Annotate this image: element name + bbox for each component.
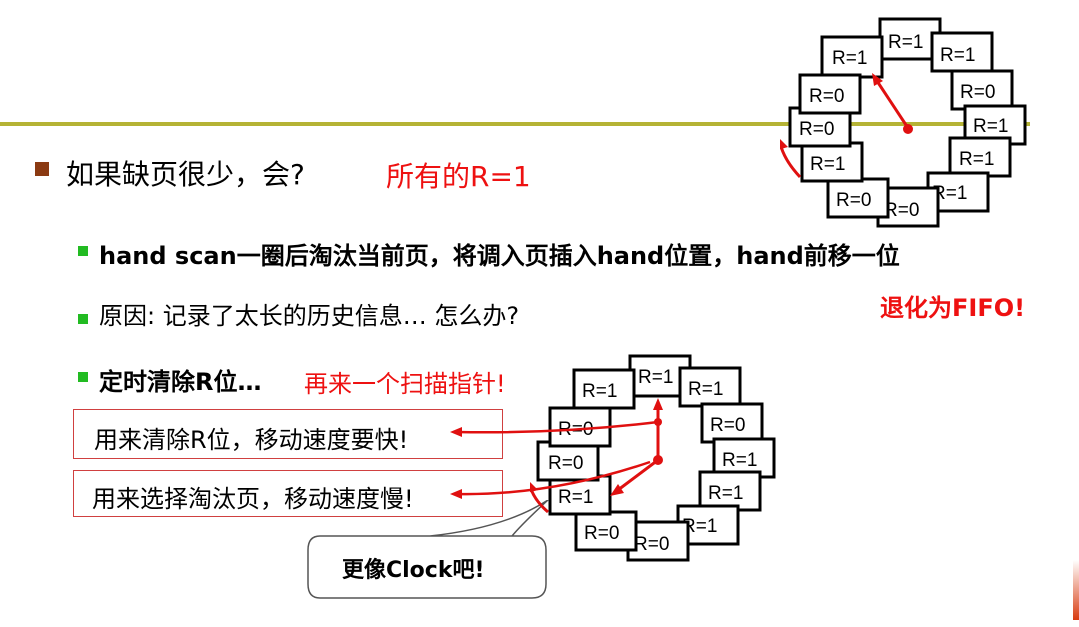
page-frame: R=0 [700, 402, 764, 444]
clear-pointer-label: 用来清除R位，移动速度要快! [94, 426, 409, 454]
hand-scan-text: hand scan一圈后淘汰当前页，将调入页插入hand位置，hand前移一位 [99, 242, 900, 270]
page-frame-label: R=1 [973, 116, 1008, 137]
fifo-note: 退化为FIFO! [880, 294, 1026, 322]
select-hand-arrowhead [610, 484, 624, 496]
callout-text: 更像Clock吧! [342, 558, 485, 583]
connector-lines [450, 420, 659, 499]
page-frame-label: R=1 [638, 367, 673, 388]
select-pointer-label: 用来选择淘汰页，移动速度慢! [92, 485, 414, 513]
connector-select-arrowhead [450, 489, 462, 499]
bullet-question: 如果缺页很少，会? [66, 158, 305, 191]
page-frame: R=1 [572, 368, 636, 410]
connector-clear [455, 420, 659, 434]
divider-line [0, 122, 1030, 126]
callout-bubble [307, 500, 549, 599]
clock-diagram-bottom: R=1 R=1 R=1 R=0 R=1 R=1 R=1 R=0 R=0 R=1 … [530, 354, 776, 562]
page-frame-label: R=1 [688, 379, 723, 400]
page-frame-label: R=1 [558, 487, 593, 508]
timer-clear-text: 定时清除R位… [99, 368, 262, 396]
clock-hand [875, 80, 910, 129]
select-hand [617, 458, 659, 492]
page-frame: R=0 [798, 73, 862, 115]
connector-select [455, 460, 651, 496]
page-frame: R=0 [536, 440, 600, 482]
rotation-arrowhead [780, 139, 788, 150]
page-frame-label: R=1 [888, 32, 923, 53]
page-frame: R=1 [930, 31, 994, 73]
page-frame: R=0 [626, 520, 690, 562]
page-frame: R=0 [826, 177, 890, 219]
page-frame-label: R=1 [708, 483, 743, 504]
page-frame-label: R=1 [582, 381, 617, 402]
reason-text: 原因: 记录了太长的历史信息… 怎么办? [99, 302, 520, 330]
page-frame-label: R=1 [940, 45, 975, 66]
page-frame-label: R=1 [682, 516, 717, 537]
edge-decoration [1073, 560, 1079, 620]
page-frame-label: R=1 [932, 183, 967, 204]
page-frame: R=1 [820, 35, 884, 79]
connector-clear-arrowhead [450, 427, 462, 437]
sub-bullet-marker [78, 314, 88, 324]
bullet-answer: 所有的R=1 [386, 160, 531, 193]
clear-pointer-box: 用来清除R位，移动速度要快! [73, 409, 503, 459]
page-frame-label: R=0 [809, 86, 844, 107]
page-frame: R=1 [678, 366, 742, 408]
page-frame-label: R=1 [810, 154, 845, 175]
clock-hand-arrowhead [872, 73, 883, 86]
page-frame: R=1 [698, 470, 762, 512]
sub-bullet-marker [78, 372, 88, 382]
second-pointer-note: 再来一个扫描指针! [304, 370, 506, 398]
page-frame-label: R=0 [836, 190, 871, 211]
page-frame: R=1 [948, 136, 1012, 178]
page-frame: R=1 [800, 141, 864, 183]
sub-bullet-marker [78, 246, 88, 256]
page-frame-label: R=0 [584, 523, 619, 544]
bullet-marker [35, 162, 49, 176]
page-frame-label: R=0 [634, 534, 669, 555]
clear-hand-arrowhead [653, 398, 663, 410]
clock-diagram-top: R=1 R=1 R=1 R=0 R=1 R=1 R=1 R=0 R=0 R=1 … [780, 17, 1027, 228]
clock-pivot [903, 124, 913, 134]
page-frame-label: R=0 [710, 415, 745, 436]
page-frame-label: R=1 [722, 450, 757, 471]
page-frame-label: R=0 [548, 453, 583, 474]
page-frame-label: R=0 [884, 200, 919, 221]
page-frame-label: R=0 [799, 119, 834, 140]
page-frame-label: R=1 [959, 149, 994, 170]
page-frame-label: R=1 [832, 48, 867, 69]
select-pointer-box: 用来选择淘汰页，移动速度慢! [73, 470, 503, 517]
page-frame-label: R=0 [960, 82, 995, 103]
page-frame: R=0 [574, 510, 638, 552]
select-hand-pivot [653, 455, 663, 465]
page-frame: R=0 [950, 69, 1014, 111]
page-frame: R=1 [548, 474, 612, 516]
